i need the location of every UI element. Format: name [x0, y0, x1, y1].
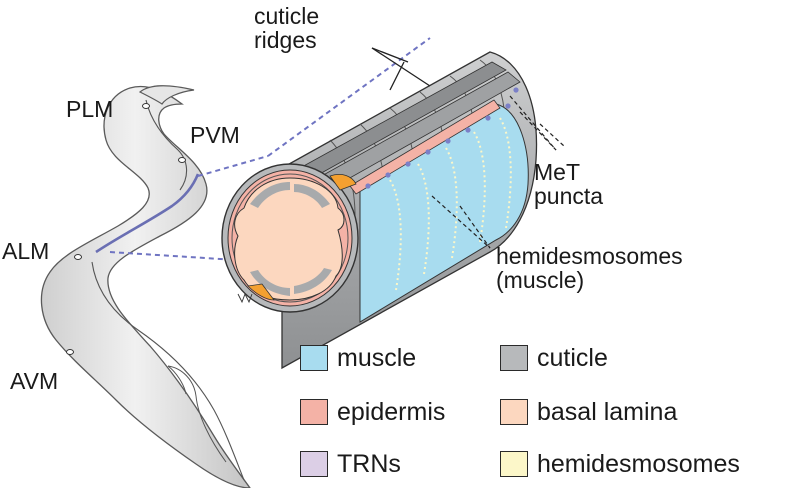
legend-item-epidermis: epidermis	[300, 396, 445, 428]
legend-label: hemidesmosomes	[537, 450, 740, 479]
legend-item-cuticle: cuticle	[500, 342, 608, 374]
legend-item-trns: TRNs	[300, 448, 401, 480]
label-cuticle-ridges: cuticle ridges	[254, 4, 319, 52]
legend-swatch	[500, 345, 528, 371]
legend-item-muscle: muscle	[300, 342, 416, 374]
legend-swatch	[500, 451, 528, 477]
legend-item-basal-lamina: basal lamina	[500, 396, 677, 428]
legend-label: epidermis	[337, 398, 445, 427]
legend-swatch	[500, 399, 528, 425]
label-alm: ALM	[2, 240, 49, 263]
label-hemidesmosomes-muscle: hemidesmosomes (muscle)	[496, 244, 683, 292]
legend-label: TRNs	[337, 450, 401, 479]
legend-label: cuticle	[537, 344, 608, 373]
legend-label: basal lamina	[537, 398, 677, 427]
cross-section-interior	[235, 178, 344, 300]
legend-swatch	[300, 345, 328, 371]
avm-cell-body	[67, 350, 74, 355]
body-section-cylinder	[222, 52, 537, 368]
legend-swatch	[300, 399, 328, 425]
legend-item-hemidesmosomes: hemidesmosomes	[500, 448, 740, 480]
label-pvm: PVM	[190, 124, 240, 147]
label-met-puncta: MeT puncta	[534, 160, 603, 208]
label-avm: AVM	[10, 370, 58, 393]
alm-cell-body	[75, 255, 82, 260]
pvm-cell-body	[179, 158, 186, 163]
label-plm: PLM	[66, 98, 113, 121]
legend-swatch	[300, 451, 328, 477]
legend-label: muscle	[337, 344, 416, 373]
plm-cell-body	[143, 104, 150, 109]
